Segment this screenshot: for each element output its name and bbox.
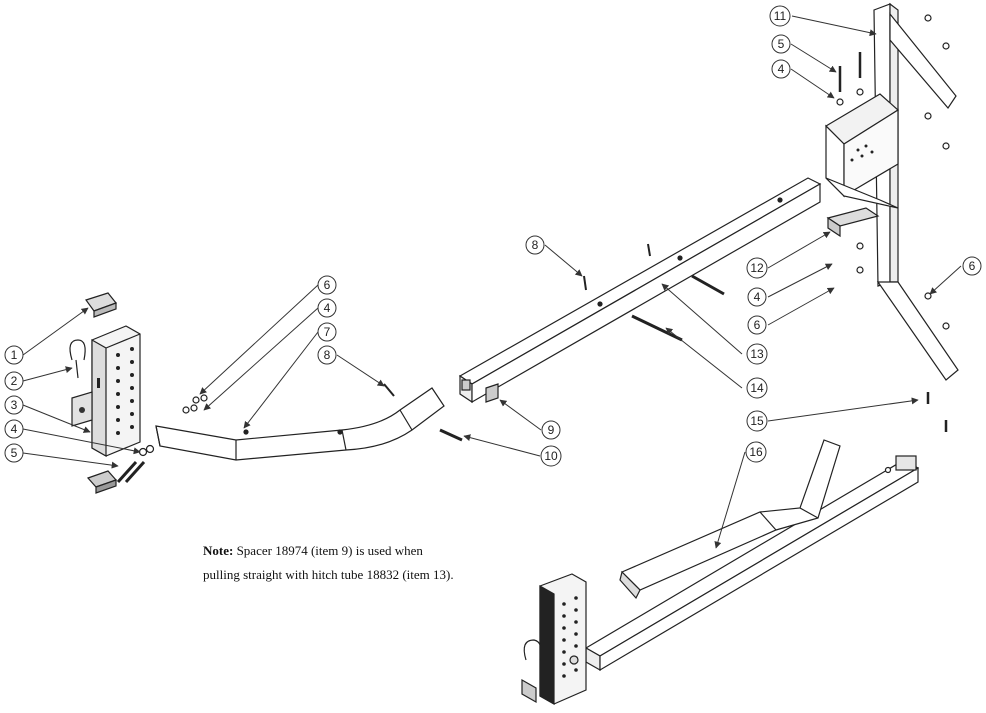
callout-10: 10 [540,445,562,467]
note-label: Note: [203,543,234,558]
callout-16: 16 [745,441,767,463]
svg-text:9: 9 [548,423,555,437]
callout-6-right: 6 [747,315,767,335]
leader-lines [22,15,962,549]
svg-text:5: 5 [778,37,785,51]
curved-hitch-tube [155,383,445,461]
assembly-note: Note: Spacer 18974 (item 9) is used when… [203,539,543,587]
callout-11: 11 [769,5,791,27]
callout-5-left: 5 [4,443,24,463]
callout-2-left: 2 [4,371,24,391]
svg-text:10: 10 [544,449,558,463]
svg-text:6: 6 [969,259,976,273]
svg-text:12: 12 [750,261,764,275]
svg-text:4: 4 [11,422,18,436]
svg-text:15: 15 [750,414,764,428]
callout-8-mid: 8 [317,345,337,365]
svg-text:4: 4 [754,290,761,304]
svg-text:2: 2 [11,374,18,388]
straight-hitch-tube [439,177,822,442]
note-line-2: pulling straight with hitch tube 18832 (… [203,567,454,582]
callout-8-center: 8 [525,235,545,255]
callout-4-right-top: 4 [771,59,791,79]
callout-1-left: 1 [4,345,24,365]
callout-6-far-right: 6 [962,256,982,276]
svg-text:7: 7 [324,325,331,339]
svg-text:3: 3 [11,398,18,412]
callout-7-mid: 7 [317,322,337,342]
callout-5-right: 5 [771,34,791,54]
svg-text:14: 14 [750,381,764,395]
callout-12: 12 [746,257,768,279]
svg-text:8: 8 [532,238,539,252]
callout-4-mid: 4 [317,298,337,318]
svg-text:6: 6 [754,318,761,332]
callout-4-right: 4 [747,287,767,307]
svg-text:13: 13 [750,347,764,361]
callout-14: 14 [746,377,768,399]
svg-text:1: 1 [11,348,18,362]
callout-15: 15 [746,410,768,432]
svg-text:11: 11 [774,9,787,23]
note-line-1: Note: Spacer 18974 (item 9) is used when [203,539,543,563]
right-frame [825,2,959,432]
assembled-hitch-view [521,439,920,706]
callout-4-left: 4 [4,419,24,439]
callout-13: 13 [746,343,768,365]
callout-3-left: 3 [4,395,24,415]
svg-text:6: 6 [324,278,331,292]
note-text-1: Spacer 18974 (item 9) is used when [236,543,423,558]
callout-bubbles: 1 2 3 4 5 6 4 7 8 8 9 10 11 5 4 12 4 6 1… [4,5,982,467]
callout-6-mid: 6 [317,275,337,295]
svg-text:16: 16 [749,445,763,459]
callout-9: 9 [541,420,561,440]
svg-text:5: 5 [11,446,18,460]
left-hitch-bracket [69,292,155,494]
svg-text:4: 4 [324,301,331,315]
svg-text:8: 8 [324,348,331,362]
svg-text:4: 4 [778,62,785,76]
